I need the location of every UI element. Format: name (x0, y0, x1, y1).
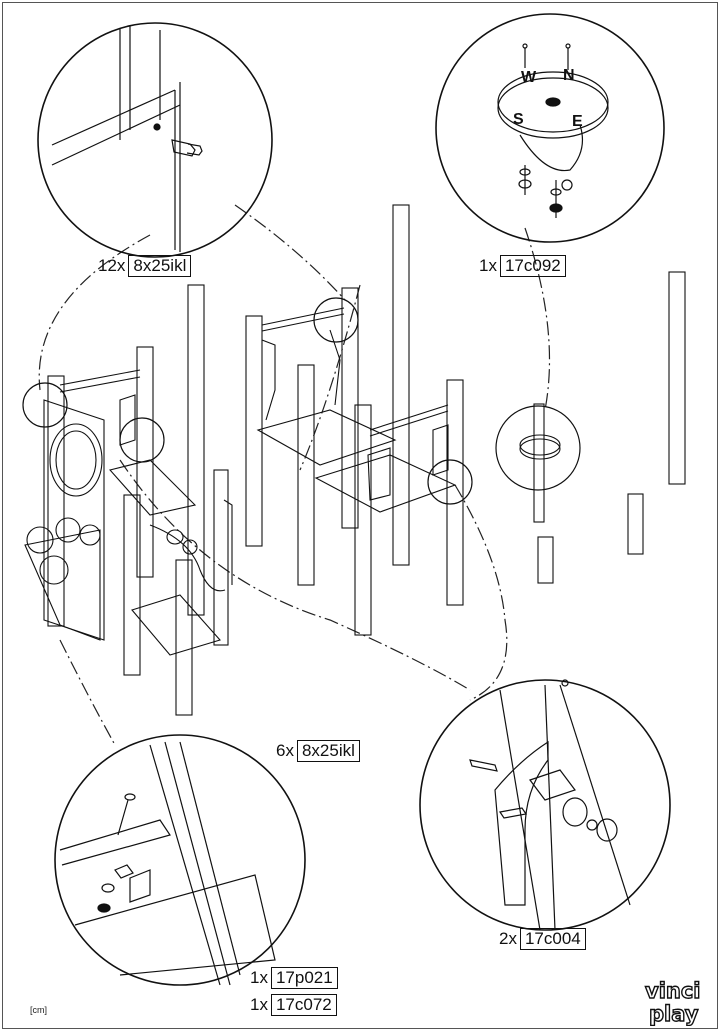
part-quantity: 6x (276, 741, 294, 760)
sign-letter-s: S (513, 111, 524, 128)
vinci-play-logo: vinci play (644, 978, 701, 1026)
detail-bracket-bolts (59, 741, 276, 986)
part-label-bottom-left-2: 1x 17c072 (250, 994, 337, 1016)
sign-letter-n: N (563, 67, 575, 84)
part-label-top-left: 12x 8x25ikl (98, 255, 192, 277)
part-code: 17p021 (270, 967, 338, 989)
part-quantity: 1x (479, 256, 497, 275)
part-code: 17c072 (270, 994, 337, 1016)
part-label-top-right: 1x 17c092 (479, 255, 566, 277)
part-code: 17c004 (519, 928, 586, 950)
small-callout-circles (22, 297, 581, 505)
detail-connector-lines (38, 204, 551, 746)
detail-post-knob (469, 679, 631, 931)
part-label-bottom-left-1: 1x 17p021 (250, 967, 338, 989)
sign-letter-w: W (521, 69, 537, 86)
brand-line-1: vinci (645, 979, 700, 1003)
part-quantity: 1x (250, 995, 268, 1014)
detail-panel-bolt (51, 26, 203, 252)
unit-label: [cm] (30, 1005, 47, 1015)
part-code: 8x25ikl (296, 740, 360, 762)
part-quantity: 1x (250, 968, 268, 987)
sign-letter-e: E (572, 113, 583, 130)
detail-compass-sign: W N S E (497, 43, 609, 218)
play-structure (24, 204, 686, 716)
part-label-bottom-right: 2x 17c004 (499, 928, 586, 950)
part-code: 17c092 (499, 255, 566, 277)
part-quantity: 2x (499, 929, 517, 948)
part-label-middle-left: 6x 8x25ikl (276, 740, 360, 762)
part-code: 8x25ikl (128, 255, 192, 277)
brand-line-2: play (649, 1002, 699, 1026)
detail-circles (37, 13, 671, 986)
part-quantity: 12x (98, 256, 126, 275)
